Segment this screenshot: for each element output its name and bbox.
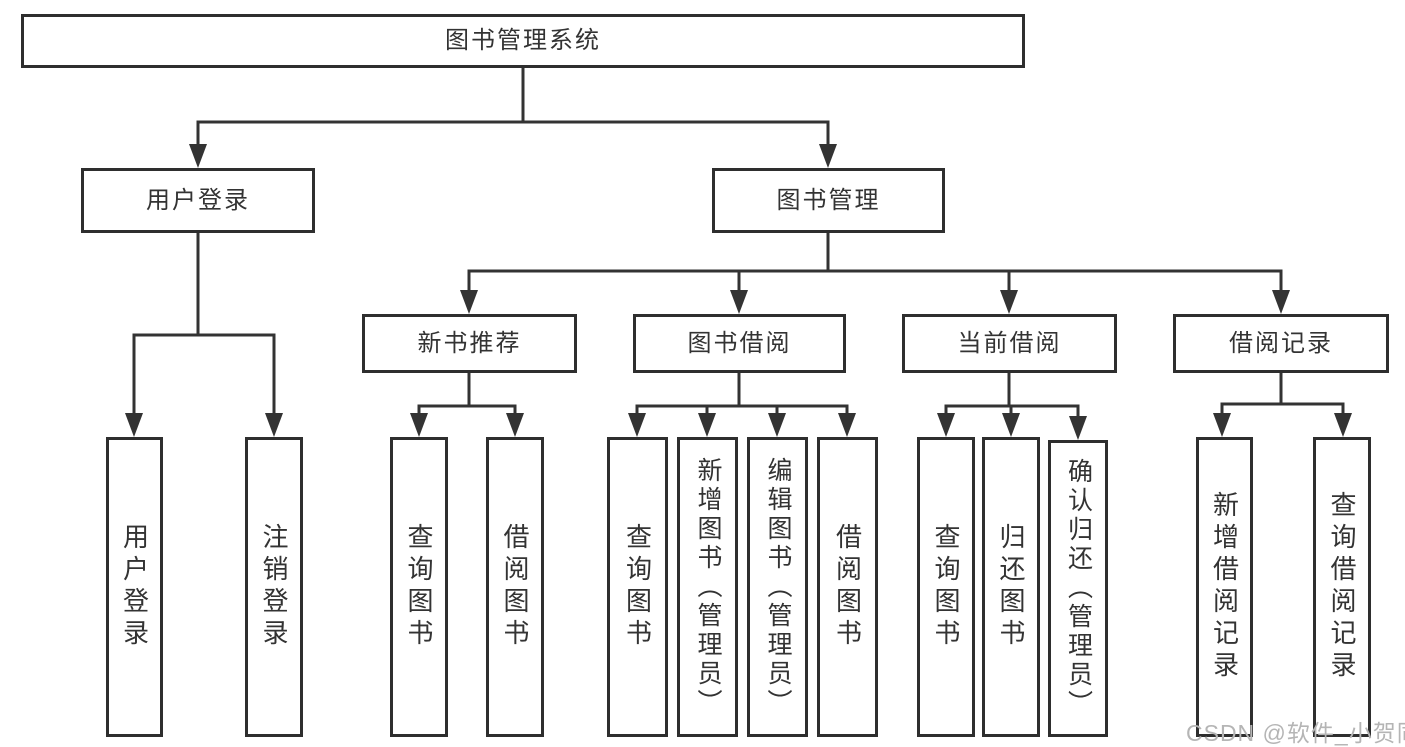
leaf-confirm-return-admin-label: 确认归还（管理员） (1064, 458, 1093, 719)
leaf-add-borrow-record-label: 新增借阅记录 (1209, 491, 1240, 683)
node-root-label: 图书管理系统 (445, 27, 601, 54)
node-user-login: 用户登录 (81, 168, 315, 233)
leaf-borrow-books-recommend: 借阅图书 (486, 437, 544, 737)
leaf-borrow-books-borrowing-label: 借阅图书 (832, 523, 863, 651)
leaf-logout-login-label: 注销登录 (259, 523, 289, 651)
node-current-borrowing-label: 当前借阅 (957, 329, 1062, 357)
leaf-confirm-return-admin: 确认归还（管理员） (1048, 440, 1108, 737)
node-borrowing-records: 借阅记录 (1173, 314, 1389, 373)
leaf-add-books-admin-label: 新增图书（管理员） (694, 456, 722, 718)
leaf-logout-login: 注销登录 (245, 437, 303, 737)
leaf-edit-books-admin: 编辑图书（管理员） (747, 437, 808, 737)
leaf-return-books-label: 归还图书 (996, 523, 1026, 651)
node-book-management-label: 图书管理 (776, 186, 881, 214)
leaf-query-books-current: 查询图书 (917, 437, 975, 737)
node-book-borrowing-label: 图书借阅 (687, 329, 792, 357)
leaf-query-books-borrowing-label: 查询图书 (622, 523, 653, 651)
node-current-borrowing: 当前借阅 (902, 314, 1117, 373)
node-new-book-recommend: 新书推荐 (362, 314, 577, 373)
leaf-add-borrow-record: 新增借阅记录 (1196, 437, 1253, 737)
node-user-login-label: 用户登录 (146, 186, 250, 214)
leaf-user-login: 用户登录 (106, 437, 163, 737)
leaf-query-books-recommend-label: 查询图书 (404, 523, 434, 651)
leaf-query-books-borrowing: 查询图书 (607, 437, 668, 737)
node-book-borrowing: 图书借阅 (633, 314, 846, 373)
leaf-return-books: 归还图书 (982, 437, 1040, 737)
leaf-query-borrow-record: 查询借阅记录 (1313, 437, 1371, 737)
node-root: 图书管理系统 (21, 14, 1025, 68)
leaf-query-borrow-record-label: 查询借阅记录 (1327, 491, 1357, 683)
node-borrowing-records-label: 借阅记录 (1229, 329, 1333, 357)
leaf-user-login-label: 用户登录 (119, 523, 150, 651)
watermark: CSDN @软件_小贺同学 (1186, 720, 1405, 746)
leaf-add-books-admin: 新增图书（管理员） (677, 437, 738, 737)
leaf-edit-books-admin-label: 编辑图书（管理员） (764, 456, 792, 718)
leaf-query-books-recommend: 查询图书 (390, 437, 448, 737)
leaf-query-books-current-label: 查询图书 (931, 523, 961, 651)
leaf-borrow-books-recommend-label: 借阅图书 (500, 523, 530, 651)
leaf-borrow-books-borrowing: 借阅图书 (817, 437, 878, 737)
node-new-book-recommend-label: 新书推荐 (417, 329, 522, 357)
node-book-management: 图书管理 (712, 168, 945, 233)
